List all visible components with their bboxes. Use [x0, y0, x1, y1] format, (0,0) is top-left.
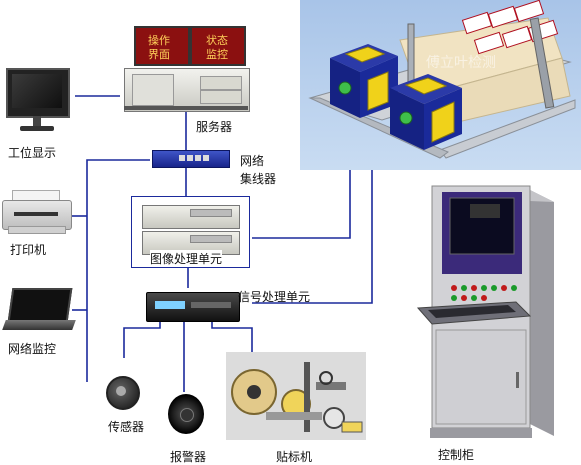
workstation-label: 工位显示: [8, 146, 57, 160]
printer-label: 打印机: [10, 243, 47, 257]
watermark-text: 傅立叶检测: [426, 55, 496, 71]
server-screen-left-line1: 操作: [148, 34, 170, 47]
signal-unit-label: 信号处理单元: [238, 290, 311, 304]
server-icon: 操作 界面 状态 监控: [120, 22, 253, 114]
labeling-system-render: 傅立叶检测: [300, 0, 581, 170]
hub-label-line2: 集线器: [240, 172, 277, 186]
server-screen-right-line2: 监控: [206, 48, 228, 61]
network-hub-icon: [152, 150, 230, 168]
printer-icon: [2, 190, 72, 234]
signal-processing-unit-icon: [146, 292, 240, 322]
alarm-speaker-icon: [168, 394, 208, 438]
server-screen-left-line2: 界面: [148, 48, 170, 61]
server-label: 服务器: [196, 120, 233, 134]
server-screen-right-line1: 状态: [206, 34, 228, 47]
sensor-label: 传感器: [108, 420, 145, 434]
laptop-icon: [2, 288, 76, 332]
monitor-icon: [6, 68, 70, 134]
labeler-label: 贴标机: [276, 450, 313, 464]
control-cabinet-icon: [412, 184, 562, 446]
hub-label-line1: 网络: [240, 154, 265, 168]
image-unit-label: 图像处理单元: [150, 250, 223, 267]
net-monitor-label: 网络监控: [8, 342, 57, 356]
labeling-machine-photo: [226, 352, 366, 440]
alarm-label: 报警器: [170, 450, 207, 464]
sensor-icon: [102, 372, 146, 410]
cabinet-label: 控制柜: [438, 448, 475, 462]
